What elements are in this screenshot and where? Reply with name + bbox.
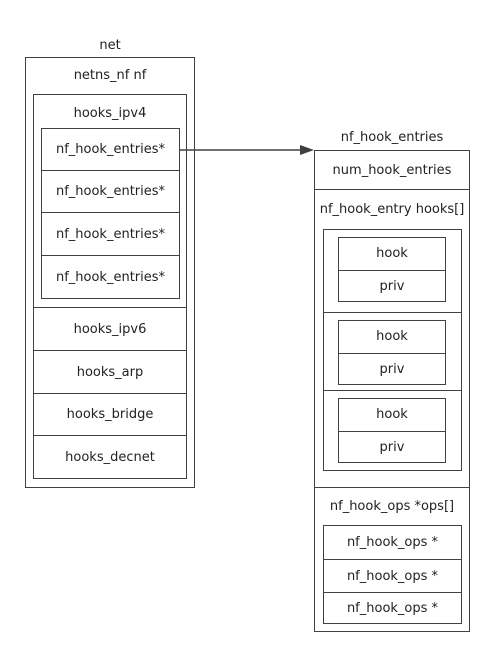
hooks-ipv6-row: hooks_ipv6 <box>33 307 187 350</box>
hook-field: hook <box>376 329 408 344</box>
netns-nf-struct <box>33 94 187 479</box>
hooks-ipv4-label: hooks_ipv4 <box>73 106 147 121</box>
hooks-array-divider <box>323 390 462 391</box>
priv-field: priv <box>338 431 446 463</box>
nf-hook-entry <box>338 398 446 463</box>
num-hook-entries-field: num_hook_entries <box>332 162 452 178</box>
hooks-arp-row: hooks_arp <box>33 350 187 393</box>
hooks-array-label: nf_hook_entry hooks[] <box>314 189 470 229</box>
hook-field: hook <box>376 407 408 422</box>
nf-hook-entries-title: nf_hook_entries <box>340 130 444 145</box>
hook-field: hook <box>376 246 408 261</box>
hooks-bridge-row: hooks_bridge <box>33 393 187 435</box>
hooks-ipv4-entry: nf_hook_entries* <box>41 255 180 298</box>
hooks-ipv4-array <box>41 128 180 299</box>
nf-hook-entry <box>338 320 446 385</box>
priv-field: priv <box>338 270 446 302</box>
ops-entry: nf_hook_ops * <box>323 559 462 592</box>
hooks-array <box>323 229 462 471</box>
hooks-ipv4-entry: nf_hook_entries* <box>41 212 180 255</box>
hooks-array-divider <box>323 312 462 313</box>
ops-entry: nf_hook_ops * <box>346 534 439 550</box>
hooks-ipv4-entry: nf_hook_entries* <box>41 170 180 212</box>
net-title: net <box>99 38 121 53</box>
hooks-decnet-row: hooks_decnet <box>33 435 187 478</box>
net-struct <box>25 57 195 488</box>
ops-entry: nf_hook_ops * <box>323 592 462 624</box>
hooks-ipv4-entry: nf_hook_entries* <box>55 141 166 157</box>
nf-hook-entry <box>338 237 446 302</box>
netns-nf-label: netns_nf nf <box>73 68 147 83</box>
ops-array <box>323 525 462 624</box>
ops-array-label: nf_hook_ops *ops[] <box>314 487 470 525</box>
priv-field: priv <box>338 353 446 385</box>
pointer-arrowhead-icon <box>300 145 314 155</box>
nf-hook-entries-struct <box>314 150 470 632</box>
